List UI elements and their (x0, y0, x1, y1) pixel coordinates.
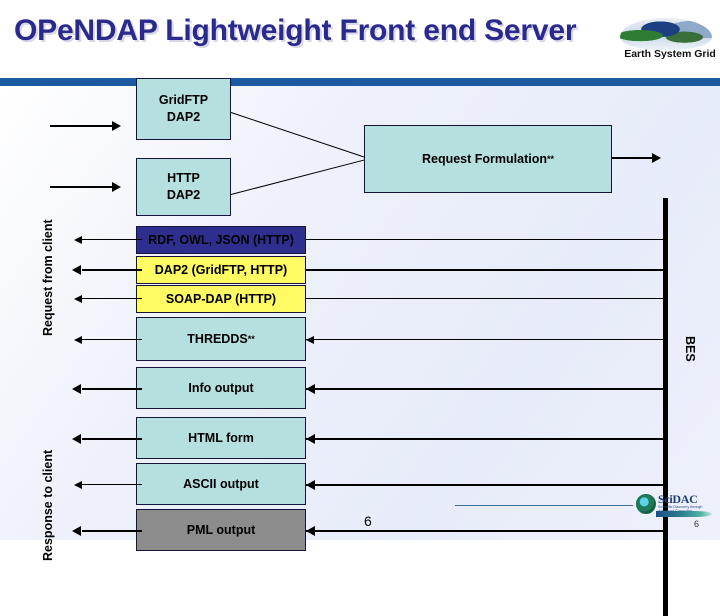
arrow-line-soap-left (82, 298, 142, 300)
box-thredds[interactable]: THREDDS** (136, 317, 306, 361)
slide-number: 6 (364, 513, 372, 529)
diagram-area: Request from client Response to client B… (0, 78, 720, 616)
arrow-head-ascii-left (74, 481, 82, 489)
header-divider-bar (0, 78, 720, 86)
arrow-head-info-right (306, 384, 315, 394)
arrow-line-dap2-left (82, 269, 142, 272)
scidac-wordmark: SciDAC (658, 492, 698, 506)
box-dap2-gridftp-http[interactable]: DAP2 (GridFTP, HTTP) (136, 256, 306, 284)
arrow-head-ascii-right (306, 480, 315, 490)
arrow-head-soap-left (74, 295, 82, 303)
arrow-line-info-right (306, 388, 664, 391)
page-title: OPeNDAP Lightweight Front end Server (14, 14, 577, 47)
arrow-line-request-formulation-to-bes (612, 157, 654, 160)
box-gridftp-dap2[interactable]: GridFTP DAP2 (136, 78, 231, 140)
box-request-formulation-label: Request Formulation (421, 151, 547, 166)
box-ascii-output[interactable]: ASCII output (136, 463, 306, 505)
arrow-head-thredds-left (74, 336, 82, 344)
bes-boundary-rail (663, 198, 668, 616)
arrow-line-ascii-left (82, 484, 142, 486)
arrow-line-thredds-left (82, 339, 142, 341)
label-response-to-client: Response to client (41, 449, 55, 561)
arrow-line-thredds-right (306, 339, 664, 341)
arrow-line-info-left (82, 388, 142, 391)
box-http-dap2-line2: DAP2 (166, 188, 201, 202)
arrow-head-dap2-left (72, 265, 81, 275)
arrow-line-html-right (306, 438, 664, 441)
label-request-from-client: Request from client (41, 219, 55, 336)
arrow-head-html-left (72, 434, 81, 444)
box-info-output-label: Info output (188, 380, 254, 395)
box-pml-output[interactable]: PML output (136, 509, 306, 551)
connector-http-to-request-formulation (230, 158, 367, 196)
footer-rule (455, 505, 633, 506)
box-gridftp-dap2-line1: GridFTP (158, 93, 209, 108)
box-thredds-label: THREDDS (187, 331, 248, 346)
arrow-head-info-left (72, 384, 81, 394)
box-rdf-owl-json[interactable]: RDF, OWL, JSON (HTTP) (136, 226, 306, 254)
box-soap-dap-http[interactable]: SOAP-DAP (HTTP) (136, 285, 306, 313)
arrow-line-rdf-left (82, 239, 142, 241)
box-request-formulation-sup: ** (547, 153, 555, 164)
arrow-head-request-formulation-to-bes (652, 153, 661, 163)
scidac-swoosh-icon (656, 511, 712, 517)
arrow-line-ascii-right (306, 484, 664, 487)
box-http-dap2-line1: HTTP (167, 171, 200, 186)
box-dap2-gridftp-http-label: DAP2 (GridFTP, HTTP) (154, 262, 288, 277)
box-request-formulation[interactable]: Request Formulation** (364, 125, 612, 193)
box-rdf-owl-json-label: RDF, OWL, JSON (HTTP) (148, 232, 294, 247)
box-thredds-sup: ** (247, 333, 255, 344)
arrow-line-html-left (82, 438, 142, 441)
arrow-head-html-right (306, 434, 315, 444)
box-ascii-output-label: ASCII output (183, 476, 259, 491)
page-number: 6 (694, 519, 700, 529)
arrow-head-gridftp (112, 121, 121, 131)
arrow-head-rdf-left (74, 236, 82, 244)
arrow-line-pml-right (306, 530, 664, 533)
arrow-head-pml-right (306, 526, 315, 536)
box-gridftp-dap2-line2: DAP2 (166, 110, 201, 124)
label-bes: BES (683, 336, 697, 362)
earth-system-grid-logo: Earth System Grid (612, 18, 716, 64)
arrow-line-pml-left (82, 530, 142, 533)
connector-gridftp-to-request-formulation (230, 112, 369, 160)
box-html-form[interactable]: HTML form (136, 417, 306, 459)
arrow-line-http (50, 186, 112, 189)
arrow-line-dap2-right (306, 269, 664, 272)
globe-icon (620, 18, 712, 50)
arrow-line-rdf-right (306, 239, 664, 241)
box-http-dap2[interactable]: HTTP DAP2 (136, 158, 231, 216)
scidac-logo: SciDAC Scientific Discovery through Adva… (636, 492, 712, 526)
slide-header: OPeNDAP Lightweight Front end Server Ear… (0, 0, 720, 78)
box-info-output[interactable]: Info output (136, 367, 306, 409)
box-pml-output-label: PML output (186, 522, 256, 537)
box-html-form-label: HTML form (188, 430, 254, 445)
arrow-head-thredds-right (306, 336, 314, 344)
box-soap-dap-http-label: SOAP-DAP (HTTP) (165, 291, 277, 306)
arrow-head-http (112, 182, 121, 192)
scidac-emblem-icon (636, 494, 656, 514)
arrow-head-pml-left (72, 526, 81, 536)
arrow-line-soap-right (306, 298, 664, 300)
earth-system-grid-caption: Earth System Grid (624, 48, 716, 60)
arrow-line-gridftp (50, 125, 112, 128)
